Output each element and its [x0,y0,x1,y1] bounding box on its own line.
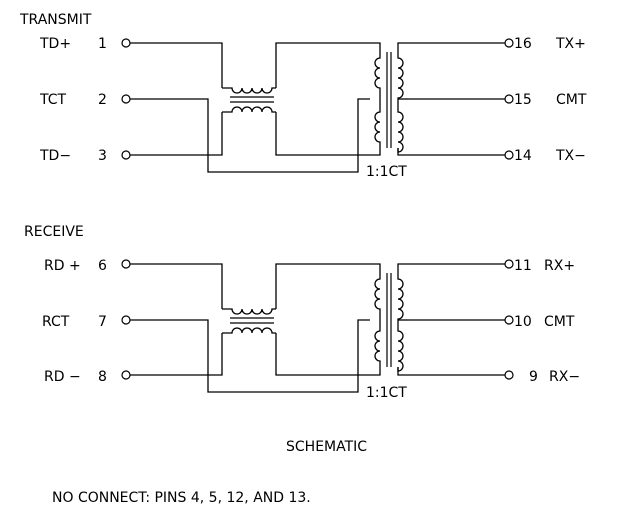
transmit-pin-15-terminal [504,94,514,104]
receive-pin-name-rd-plus: RD + [44,258,81,274]
transmit-pin-1-terminal [121,38,131,48]
transmit-pin-number-15: 15 [514,92,532,108]
transmit-pin-number-1: 1 [98,36,107,52]
transmit-pin-2-terminal [121,94,131,104]
receive-pin-number-11: 11 [514,258,532,274]
receive-pin-name-cmt: CMT [544,314,575,330]
receive-pin-number-7: 7 [98,314,107,330]
transmit-pin-number-2: 2 [98,92,107,108]
receive-pin-8-terminal [121,370,131,380]
receive-pin-number-6: 6 [98,258,107,274]
no-connect-note: NO CONNECT: PINS 4, 5, 12, AND 13. [52,490,311,506]
receive-wire-pin8 [130,333,223,376]
receive-wire-pin7 [130,319,370,393]
transmit-wire-pin3 [130,112,223,156]
transmit-block: TRANSMIT TD+ 1 TCT 2 TD− 3 16 TX+ 15 CMT… [19,12,587,180]
receive-transformer-primary-winding [374,273,381,367]
receive-wire-pin9 [397,367,505,376]
transmit-pin-name-cmt: CMT [556,92,587,108]
transmit-choke-lower-winding [222,106,276,113]
receive-wire-pin11 [397,263,505,273]
transmit-pin-name-td-minus: TD− [39,148,71,164]
receive-pin-7-terminal [121,315,131,325]
transmit-pin-3-terminal [121,150,131,160]
transmit-wire-pin16 [397,42,505,52]
schematic-caption: SCHEMATIC [286,439,367,455]
transmit-wire-pin2 [130,98,370,173]
receive-pin-name-rd-minus: RD − [44,369,81,385]
receive-choke-upper-winding [222,308,276,315]
receive-pin-10-terminal [504,315,514,325]
transmit-pin-name-tx-plus: TX+ [555,36,586,52]
transmit-pin-name-tx-minus: TX− [555,148,586,164]
transmit-wire-choke-top [275,42,381,88]
receive-transformer-secondary-winding [397,273,404,372]
receive-pin-name-rct: RCT [42,314,70,330]
transmit-transformer-primary-winding [374,52,381,148]
receive-wire-choke-bottom [275,333,381,376]
receive-choke-lower-winding [222,327,276,334]
transmit-wire-pin1 [130,42,223,88]
receive-pin-9-terminal [504,370,514,380]
transmit-pin-name-td-plus: TD+ [39,36,71,52]
transmit-transformer-secondary-winding [397,52,404,153]
receive-block: RECEIVE RD + 6 RCT 7 RD − 8 11 RX+ 10 CM… [24,224,580,401]
transmit-pin-14-terminal [504,150,514,160]
transmit-choke-upper-winding [222,87,276,94]
transmit-wire-choke-bottom [275,112,381,156]
receive-pin-name-rx-plus: RX+ [544,258,575,274]
receive-wire-choke-top [275,263,381,309]
transmit-pin-name-tct: TCT [39,92,67,108]
transmit-pin-16-terminal [504,38,514,48]
receive-pin-6-terminal [121,259,131,269]
transmit-pin-number-16: 16 [514,36,532,52]
transmit-wire-pin14 [397,148,505,156]
receive-pin-number-9: 9 [529,369,538,385]
transmit-pin-number-3: 3 [98,148,107,164]
transmit-ratio-label: 1:1CT [366,164,407,180]
receive-ratio-label: 1:1CT [366,385,407,401]
receive-section-label: RECEIVE [24,224,84,240]
receive-wire-pin6 [130,263,223,309]
receive-pin-11-terminal [504,259,514,269]
receive-pin-number-8: 8 [98,369,107,385]
transmit-pin-number-14: 14 [514,148,532,164]
receive-pin-number-10: 10 [514,314,532,330]
transmit-section-label: TRANSMIT [19,12,92,28]
receive-pin-name-rx-minus: RX− [549,369,580,385]
